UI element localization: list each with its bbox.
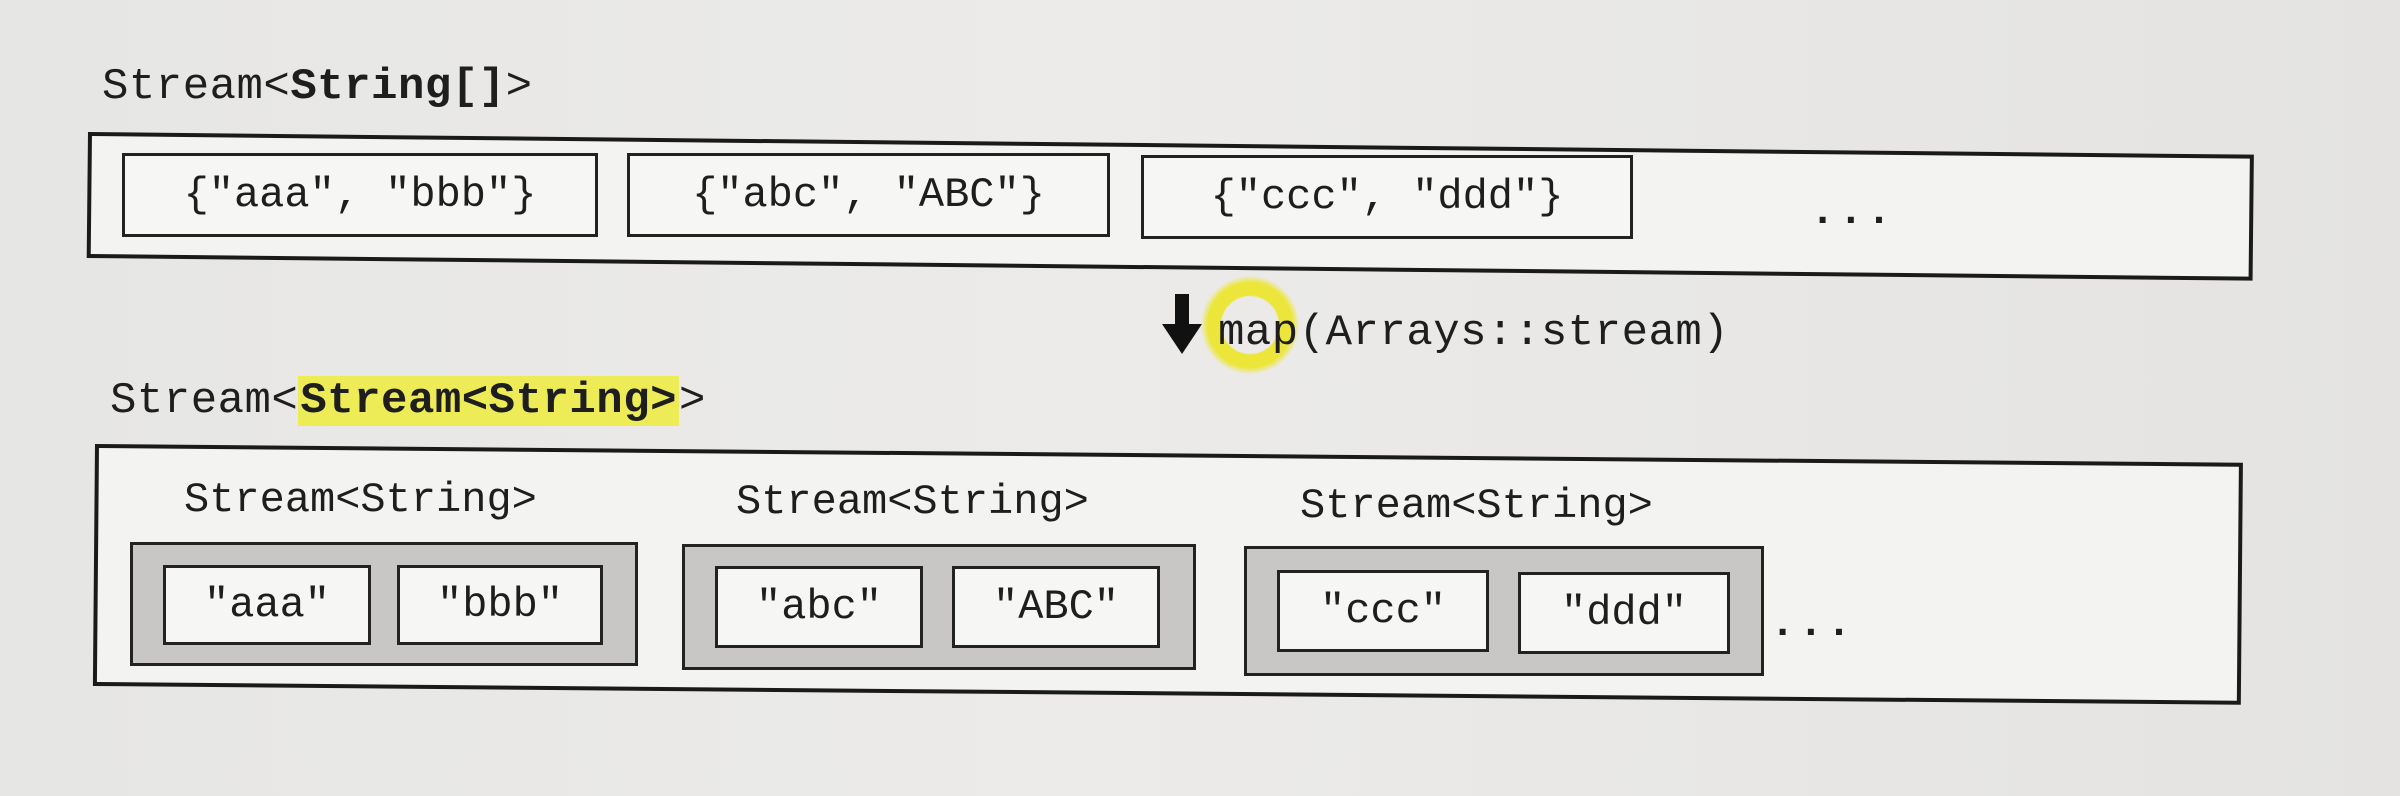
map-args: (Arrays::stream) <box>1298 308 1730 358</box>
string-element-ddd: "ddd" <box>1518 572 1730 654</box>
highlight-circle <box>1200 275 1300 375</box>
array-element-3: {"ccc", "ddd"} <box>1141 155 1633 239</box>
top-stream-label: Stream<String[]> <box>102 62 532 112</box>
string-element-ccc: "ccc" <box>1277 570 1489 652</box>
bottom-label-type: Stream<String> <box>298 376 680 426</box>
inner-stream-label-1: Stream<String> <box>184 476 537 524</box>
inner-stream-label-2: Stream<String> <box>736 478 1089 526</box>
top-label-type: String[] <box>290 62 506 112</box>
bottom-label-prefix: Stream< <box>110 376 299 426</box>
top-label-prefix: Stream< <box>102 62 291 112</box>
bottom-label-suffix: > <box>679 376 706 426</box>
string-element-aaa: "aaa" <box>163 565 371 645</box>
inner-stream-label-3: Stream<String> <box>1300 482 1653 530</box>
array-element-2: {"abc", "ABC"} <box>627 153 1110 237</box>
array-element-1: {"aaa", "bbb"} <box>122 153 598 237</box>
top-label-suffix: > <box>505 62 533 112</box>
down-arrow-icon <box>1162 294 1202 354</box>
bottom-ellipsis: ... <box>1770 600 1855 648</box>
top-ellipsis: ... <box>1810 188 1895 236</box>
map-method: map <box>1218 308 1299 358</box>
string-element-ABC: "ABC" <box>952 566 1160 648</box>
map-operation: map(Arrays::stream) <box>1218 308 1729 358</box>
string-element-bbb: "bbb" <box>397 565 603 645</box>
string-element-abc: "abc" <box>715 566 923 648</box>
bottom-stream-label: Stream<Stream<String>> <box>110 376 706 426</box>
